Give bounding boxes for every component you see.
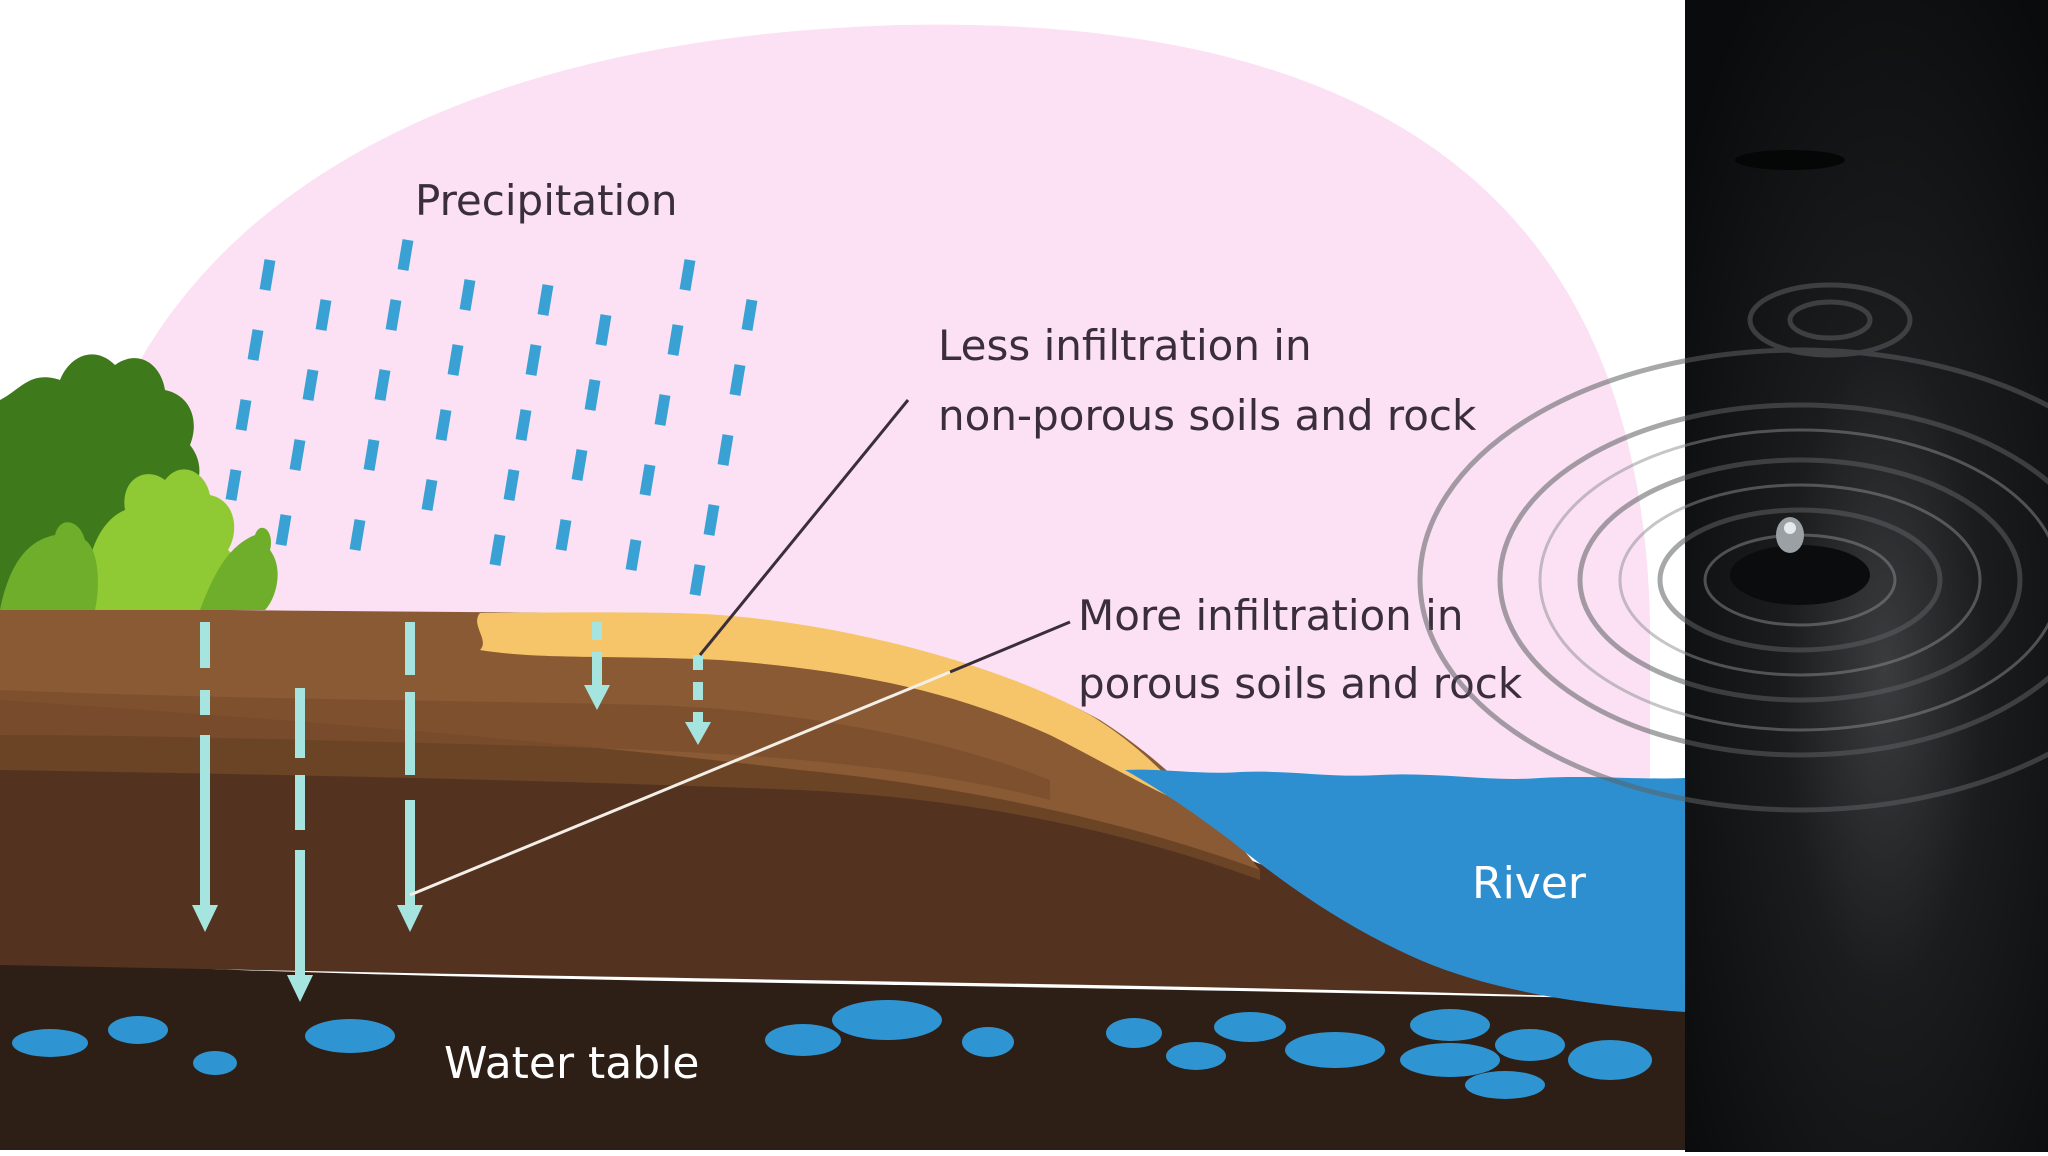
water-droplet-photo — [1417, 0, 2048, 1152]
less-infiltration-label-line1: Less infiltration in — [938, 321, 1312, 370]
porous-sand-layer — [477, 612, 1200, 810]
bedrock-layer — [0, 960, 1685, 1150]
infiltration-arrows — [192, 622, 711, 1002]
bush-icon — [0, 354, 278, 610]
groundwater-pockets — [12, 1000, 1652, 1099]
rain-drops — [225, 239, 758, 596]
river-water — [1125, 769, 1685, 1012]
river-label: River — [1472, 858, 1587, 909]
more-infiltration-leader-dark — [949, 620, 1071, 674]
sky-background — [70, 24, 1650, 781]
more-infiltration-label-line1: More infiltration in — [1078, 591, 1463, 640]
deep-soil-layer — [0, 760, 1685, 1010]
water-table-label: Water table — [444, 1038, 700, 1089]
more-infiltration-leader-light — [409, 670, 951, 897]
less-infiltration-label-line2: non-porous soils and rock — [938, 391, 1477, 440]
less-infiltration-leader — [698, 399, 910, 656]
precipitation-label: Precipitation — [415, 176, 678, 225]
topsoil-mid-band — [0, 690, 1050, 800]
more-infiltration-label-line2: porous soils and rock — [1078, 659, 1523, 708]
